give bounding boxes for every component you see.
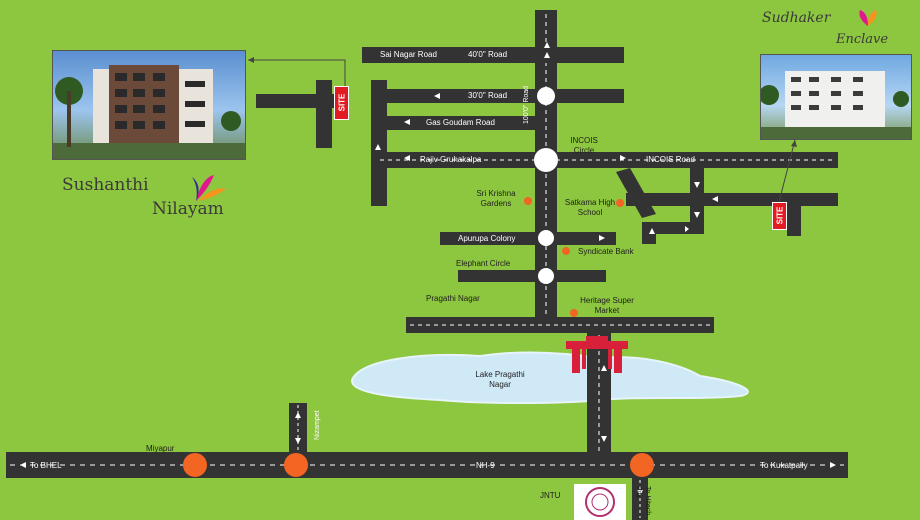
label-to-hitech: To Hitech City	[635, 486, 651, 516]
label-incois-road: INCOIS Road	[646, 155, 695, 164]
label-satkama: Satkama High School	[564, 198, 616, 217]
road-nizampet	[289, 403, 307, 453]
butterfly-logo-icon	[859, 10, 877, 26]
road-apurupa-link	[642, 222, 656, 244]
label-hundred-ft-road: 100'0" Road	[523, 85, 530, 124]
road-left-vertical	[316, 80, 332, 148]
label-to-kukatpally: To Kukatpally	[760, 461, 808, 470]
leaf-logo-icon	[192, 175, 226, 201]
label-syndicate-bank: Syndicate Bank	[578, 247, 634, 256]
lake-shape	[351, 351, 749, 404]
site-marker-left: SITE	[334, 86, 349, 120]
label-elephant-circle: Elephant Circle	[456, 259, 511, 268]
label-apurupa-colony: Apurupa Colony	[458, 234, 516, 243]
road-apurupa	[440, 232, 616, 245]
marker-heritage	[570, 309, 578, 317]
label-rajiv-gruhakalpa: Rajiv Gruhakalpa	[420, 155, 482, 164]
circle-incois	[534, 148, 558, 172]
marker-syndicate	[562, 247, 570, 255]
marker-satkama	[616, 199, 624, 207]
label-lake: Lake Pragathi Nagar	[475, 370, 525, 389]
label-forty-ft-road: 40'0" Road	[468, 50, 508, 59]
direction-arrows	[20, 42, 836, 496]
pointer-right	[778, 139, 796, 203]
label-nh9: NH-9	[476, 461, 495, 470]
marker-sri-krishna	[524, 197, 532, 205]
pointer-left	[248, 59, 346, 94]
brand-right-line2: Enclave	[836, 32, 889, 47]
site-left-label: SITE	[337, 93, 347, 112]
jntu-emblem	[574, 484, 626, 520]
label-jntu: JNTU	[540, 491, 561, 500]
label-miyapur: Miyapur	[146, 444, 175, 453]
circle-apurupa	[538, 230, 554, 246]
label-sri-krishna: Sri Krishna Gardens	[476, 189, 516, 208]
circle-30ft	[537, 87, 555, 105]
road-apurupa-right	[642, 222, 704, 234]
label-thirty-ft-road: 30'0" Road	[468, 91, 508, 100]
label-to-bhel: To BHEL	[30, 461, 62, 470]
sudhaker-building-photo	[760, 54, 912, 140]
road-satkama	[626, 193, 838, 206]
label-nizampet: Nizampet	[314, 410, 321, 440]
label-heritage: Heritage Super Market	[580, 296, 634, 315]
road-left-vertical-2	[371, 80, 387, 206]
road-pragathi-cross	[406, 317, 714, 333]
label-sai-nagar-road: Sai Nagar Road	[380, 50, 437, 59]
road-right-site	[787, 200, 801, 236]
road-elephant	[458, 270, 606, 282]
brand-right: Sudhaker Enclave	[760, 8, 910, 54]
brand-right-line1: Sudhaker	[762, 10, 831, 26]
site-marker-right: SITE	[772, 202, 787, 230]
road-gas-goudam	[386, 116, 536, 130]
label-gas-goudam-road: Gas Goudam Road	[426, 118, 495, 127]
brand-left: Sushanthi Nilayam	[62, 175, 252, 225]
road-sai-nagar	[362, 47, 624, 63]
site-right-label: SITE	[775, 206, 785, 225]
marker-miyapur	[183, 453, 207, 477]
brand-left-line2: Nilayam	[152, 199, 224, 219]
road-nh9	[6, 452, 848, 478]
label-pragathi-nagar: Pragathi Nagar	[426, 294, 480, 303]
marker-kukatpally-jn	[630, 453, 654, 477]
marker-nizampet	[284, 453, 308, 477]
circle-elephant	[538, 268, 554, 284]
pragathi-arch	[566, 336, 628, 373]
brand-left-line1: Sushanthi	[62, 175, 149, 195]
sushanthi-building-photo	[52, 50, 246, 160]
label-incois-circle: INCOIS Circle	[570, 136, 598, 155]
road-thirty-ft	[386, 89, 624, 103]
